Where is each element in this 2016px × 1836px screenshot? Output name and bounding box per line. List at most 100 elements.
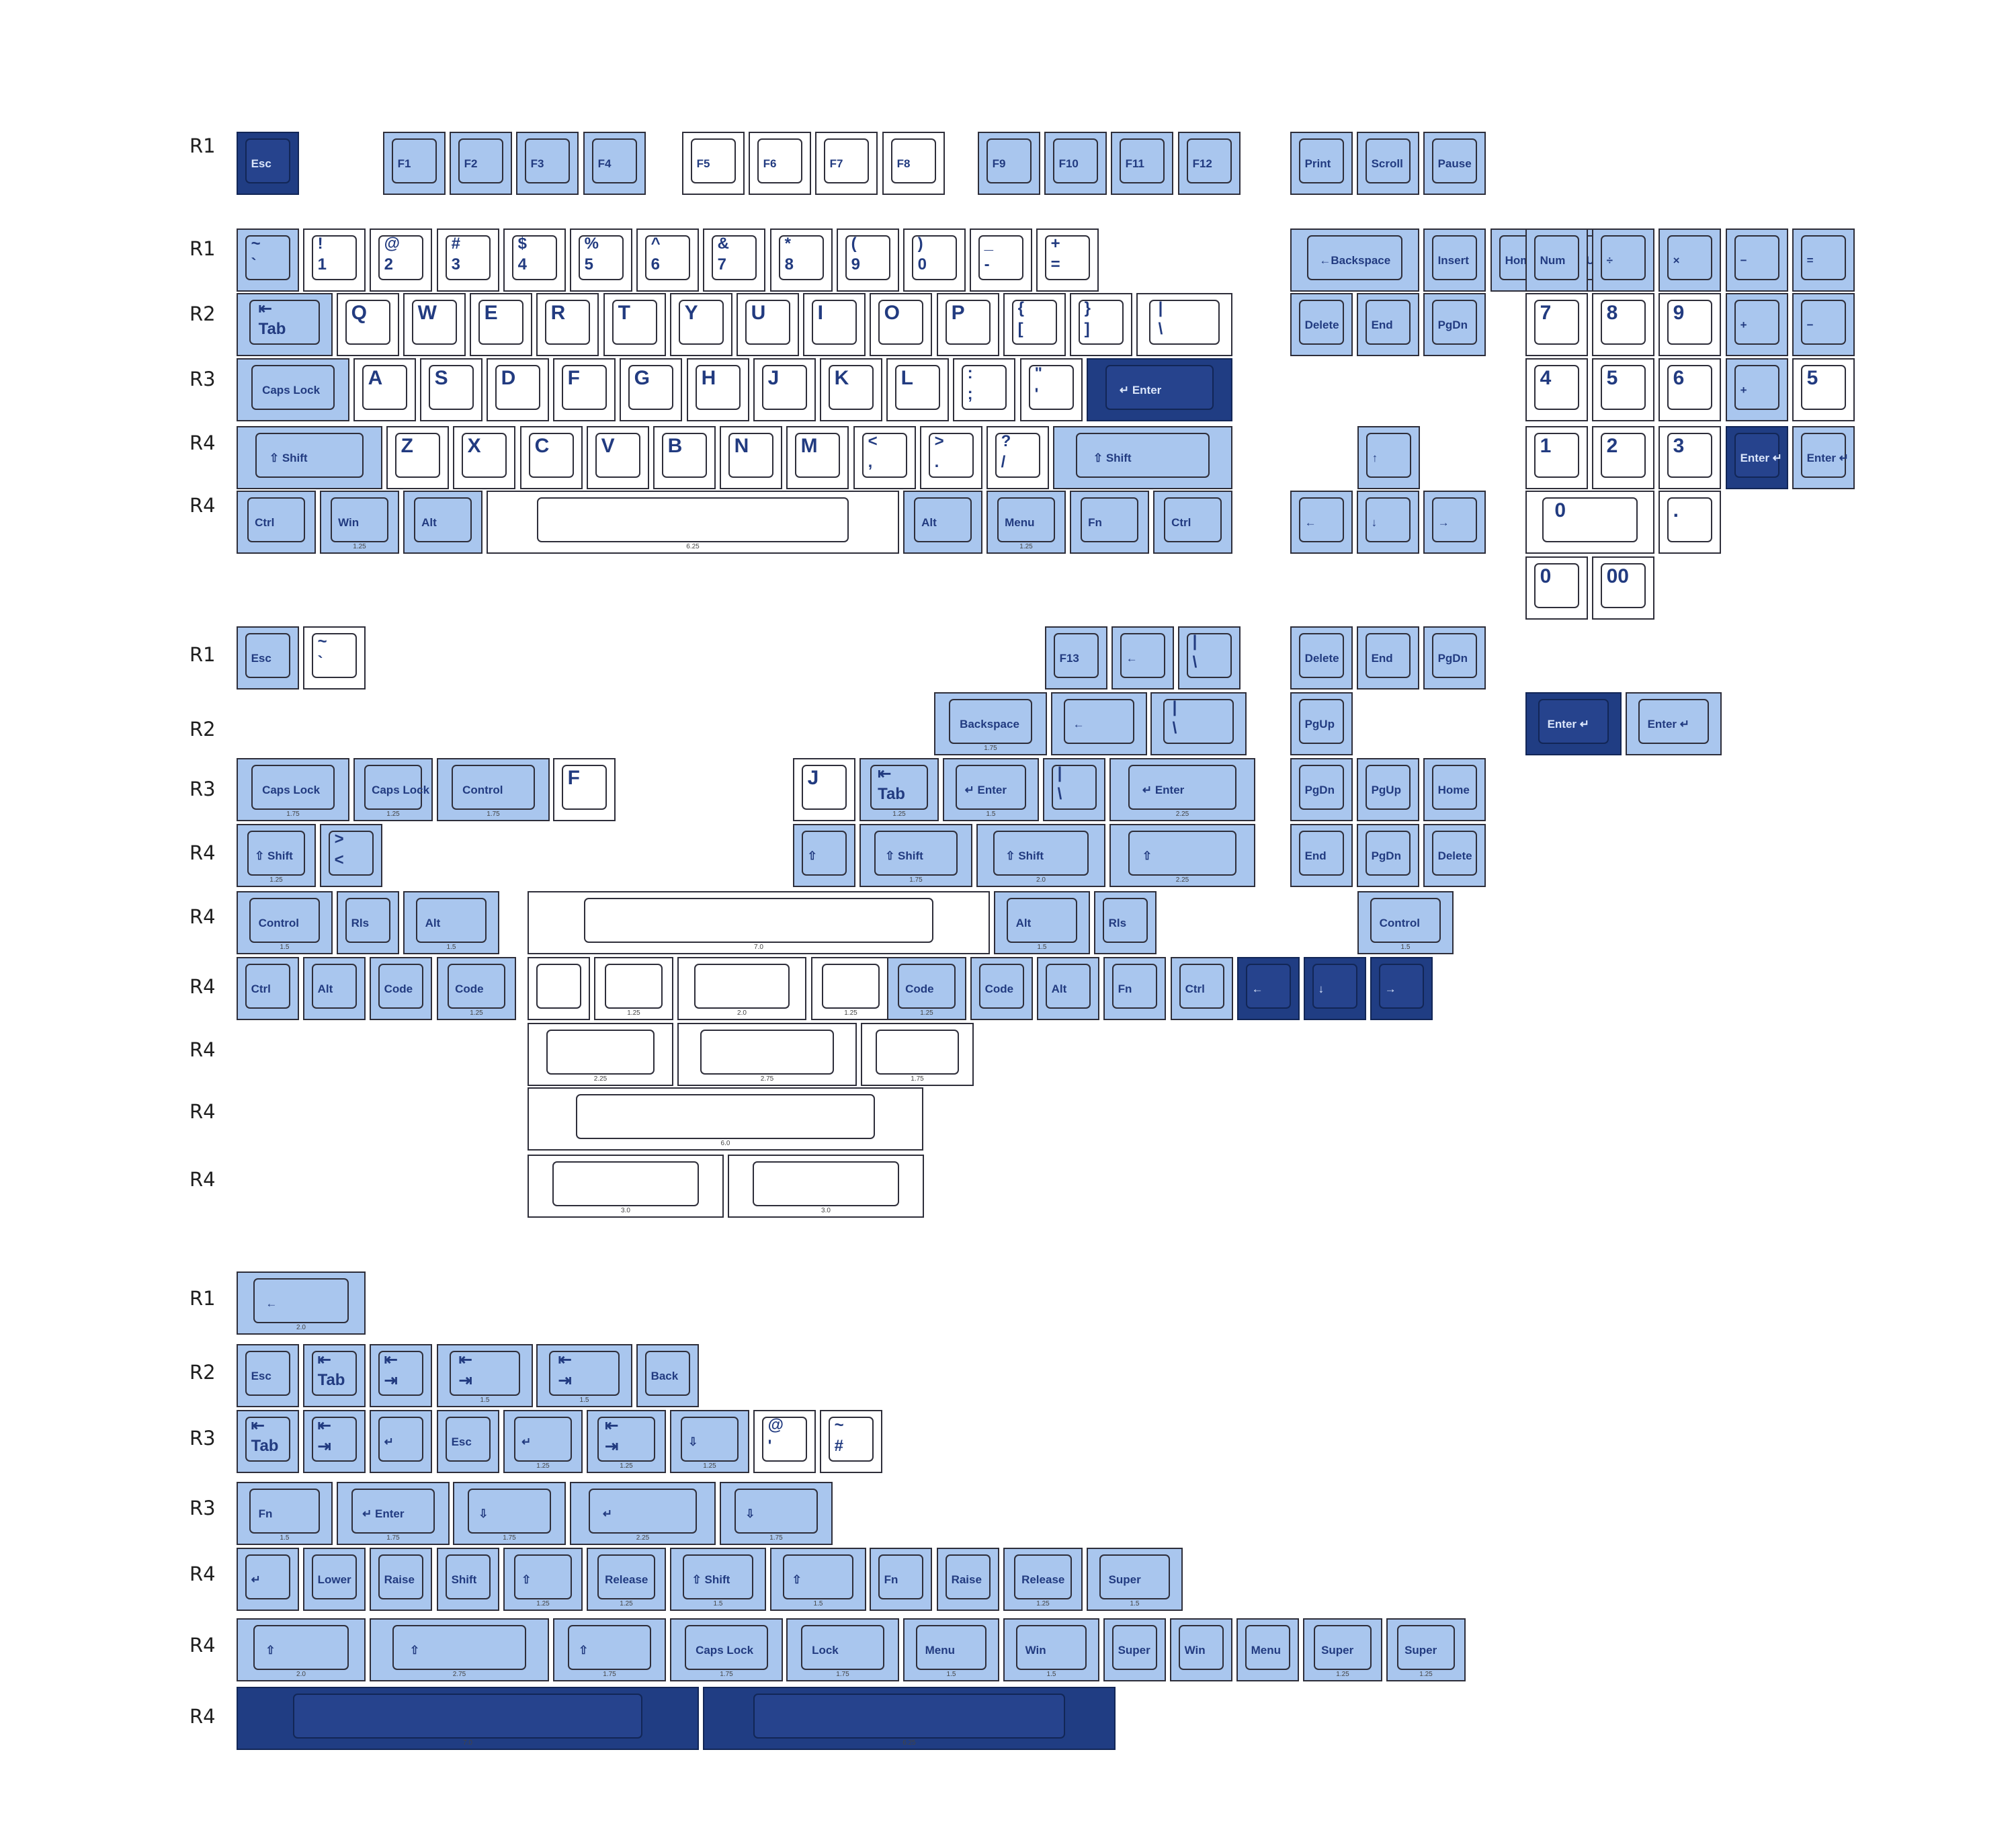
keycap-legend: × (1673, 254, 1680, 267)
keycap-sym: |\ (1043, 758, 1105, 821)
keycap-legend: ⇤ (458, 1351, 472, 1370)
keycap-legend: T (618, 301, 630, 324)
keycap-v: V (587, 426, 649, 489)
keycap-legend: ⇤ (258, 300, 272, 319)
keycap-face (794, 433, 841, 478)
keycap-legend: ⇧ (521, 1573, 532, 1586)
keycap-face (1028, 365, 1075, 410)
keycap-sym: "' (1020, 358, 1083, 421)
keycap-sym: #3 (437, 228, 499, 292)
keycap-face (364, 765, 423, 810)
keycap-size-label: 2.0 (1036, 876, 1046, 884)
keycap-legend: 8 (1606, 301, 1618, 324)
keycap-face (536, 964, 582, 1009)
keycap-enter: Enter ↵ (1792, 426, 1855, 489)
keycap-legend: Control (258, 917, 300, 929)
keycap-sublegend: 4 (517, 255, 527, 274)
keycap-sym: |\ (1178, 626, 1241, 690)
keycap-face (682, 1554, 754, 1599)
keycap-sym: = (1792, 228, 1855, 292)
keycap-face (1600, 433, 1646, 478)
keycap-fn: Fn (1103, 957, 1166, 1020)
keycap-face (588, 1489, 698, 1534)
keycap-sym: ← (1290, 491, 1353, 554)
keycap-face (1011, 300, 1058, 345)
keycap-face (528, 433, 575, 478)
keycap-sym: ⇧2.75 (370, 1618, 549, 1681)
keycap-face (1119, 138, 1165, 183)
keycap-legend: ~ (317, 632, 327, 651)
keycap-legend: ← (1126, 652, 1138, 665)
keycap-d: D (487, 358, 549, 421)
keycap-f4: F4 (583, 132, 646, 195)
keycap-size-label: 1.75 (603, 1671, 616, 1678)
keycap-size-label: 1.75 (984, 745, 997, 752)
keycap-sym: |\ (1150, 692, 1247, 755)
keycap-face (1312, 964, 1358, 1009)
keycap-legend: ↑ (1372, 452, 1378, 464)
keycap-legend: Raise (384, 1573, 415, 1586)
keycap-face (1431, 138, 1478, 183)
keycap-legend: J (807, 766, 819, 789)
keycap-size-label: 2.0 (296, 1671, 306, 1678)
keycap-legend: | (1172, 698, 1177, 717)
keycap-face (245, 633, 291, 678)
keycap-size-label: 1.5 (1037, 944, 1047, 951)
keycap-legend: ⇩ (478, 1507, 489, 1520)
keycap-face (1600, 235, 1646, 280)
keycap-sublegend: ] (1084, 319, 1090, 338)
keycap-face (1148, 300, 1220, 345)
keycap-face (644, 235, 691, 280)
keycap-face (1120, 633, 1166, 678)
keycap-sym: _- (970, 228, 1032, 292)
keycap-sym: <, (853, 426, 916, 489)
keycap-f3: F3 (516, 132, 579, 195)
keycap-face (961, 365, 1007, 410)
keycap-legend: Enter ↵ (1740, 452, 1782, 464)
keycap-face (255, 433, 364, 478)
keycap-legend: ↓ (1318, 983, 1325, 995)
keycap-face (644, 1351, 691, 1396)
keycap-y: Y (670, 293, 732, 356)
keycap-legend: Fn (258, 1507, 273, 1520)
keycap-face (1015, 1625, 1087, 1670)
keycap-size-label: 1.75 (487, 810, 500, 818)
row-label: R2 (190, 1361, 216, 1384)
keycap-sym: ⇧2.25 (1109, 824, 1255, 887)
keycap-sym: ↵ (237, 1548, 299, 1611)
keycap-sublegend: \ (1192, 653, 1198, 671)
keycap-legend: X (467, 434, 481, 457)
keycap-sublegend: 5 (584, 255, 593, 274)
keycap-legend: 00 (1606, 565, 1629, 587)
keycap-size-label: 1.75 (769, 1534, 783, 1542)
keycap-size-label: 3.0 (821, 1207, 831, 1214)
keycap-legend: Z (401, 434, 413, 457)
keycap-face (753, 1694, 1065, 1739)
keycap-sym: ⇧1.5 (770, 1548, 866, 1611)
keycap-b: B (653, 426, 716, 489)
keycap-size-label: 2.75 (452, 1671, 466, 1678)
keycap-face (253, 1278, 349, 1323)
keycap-legend: Backspace (960, 718, 1019, 731)
keycap-legend: 0 (1554, 499, 1566, 521)
keycap-legend: 9 (1673, 301, 1685, 324)
keycap-legend: @ (767, 1416, 784, 1435)
row-label: R4 (190, 494, 216, 517)
keycap-legend: Y (684, 301, 698, 324)
keycap-face (700, 1030, 835, 1075)
keycap-size-label: 1.5 (713, 1600, 723, 1608)
keycap-size-label: 1.25 (844, 1009, 857, 1017)
keycap-sublegend: < (334, 850, 344, 869)
keycap-legend: Code (384, 983, 413, 995)
keycap-raise: Raise (370, 1548, 432, 1611)
keycap-legend: Super (1321, 1644, 1354, 1657)
keycap-x: X (453, 426, 515, 489)
keycap-face (251, 765, 335, 810)
keycap-legend: Esc (451, 1435, 472, 1448)
keycap-face (245, 138, 291, 183)
keycap-face (1178, 1625, 1224, 1670)
keycap-face (311, 1351, 358, 1396)
keycap-size-label: 1.25 (892, 810, 906, 818)
